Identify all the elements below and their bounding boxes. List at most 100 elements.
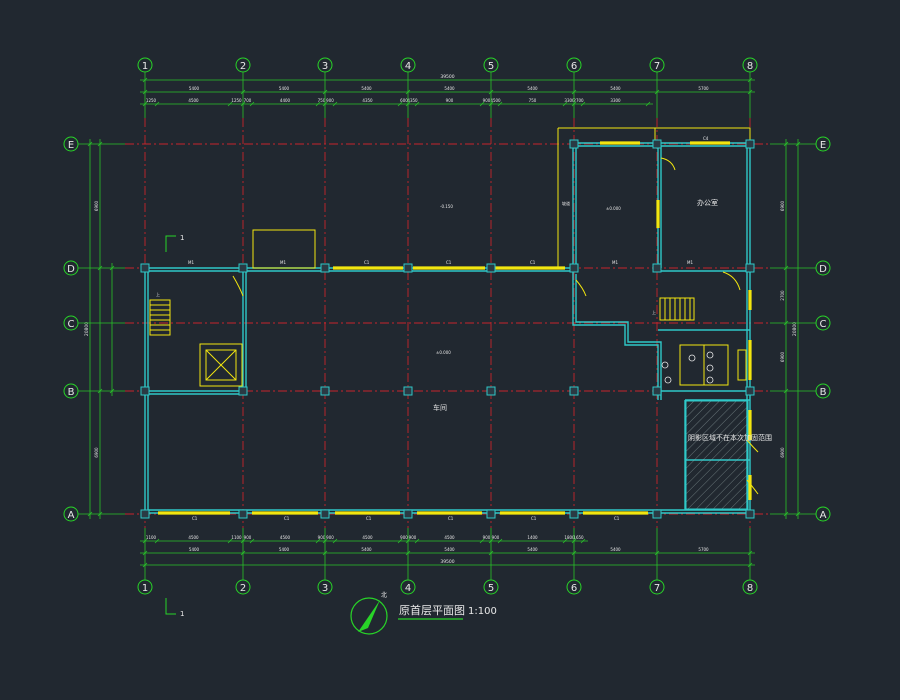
bottom-detail-label-15: 1650 bbox=[573, 535, 584, 540]
bottom-detail-label-6: 900 bbox=[326, 535, 334, 540]
axis-label-4: 4 bbox=[405, 583, 411, 594]
bottom-detail-label-11: 900 bbox=[483, 535, 491, 540]
column-10 bbox=[320, 386, 330, 396]
window-label-a1: C1 bbox=[192, 516, 198, 521]
top-bays-label-1: 5400 bbox=[279, 86, 290, 91]
axis-label-D: D bbox=[819, 264, 827, 275]
axis-label-7: 7 bbox=[654, 61, 660, 72]
top-detail-label-5: 750 bbox=[318, 98, 326, 103]
column-1 bbox=[238, 263, 248, 273]
column-14 bbox=[652, 386, 662, 396]
left-spans-label-0: 6900 bbox=[94, 200, 99, 211]
window-label-d1: C1 bbox=[364, 260, 370, 265]
office-label: 办公室 bbox=[697, 198, 718, 207]
axis-label-B: B bbox=[68, 387, 75, 398]
bottom-detail-label-14: 1800 bbox=[564, 535, 575, 540]
top-bays-label-2: 5400 bbox=[361, 86, 372, 91]
top-bays-label-5: 5400 bbox=[610, 86, 621, 91]
axis-label-6: 6 bbox=[571, 583, 577, 594]
axis-label-C: C bbox=[820, 319, 827, 330]
bottom-detail-label-5: 900 bbox=[318, 535, 326, 540]
bottom-detail-label-9: 900 bbox=[409, 535, 417, 540]
bottom-detail-label-7: 4500 bbox=[362, 535, 373, 540]
column-21 bbox=[569, 509, 579, 519]
upper-elevation: -0.150 bbox=[440, 204, 453, 209]
axis-label-1: 1 bbox=[142, 583, 148, 594]
axis-label-8: 8 bbox=[747, 61, 753, 72]
building-walls bbox=[144, 142, 751, 514]
north-arrow-icon bbox=[358, 600, 380, 632]
top-detail-label-6: 900 bbox=[326, 98, 334, 103]
bottom-detail-label-4: 4500 bbox=[280, 535, 291, 540]
toilet-fixtures bbox=[661, 344, 747, 386]
top-bays-label-4: 5400 bbox=[527, 86, 538, 91]
bottom-bays-label-2: 5400 bbox=[361, 547, 372, 552]
axis-label-8: 8 bbox=[747, 583, 753, 594]
column-4 bbox=[486, 263, 496, 273]
axis-label-6: 6 bbox=[571, 61, 577, 72]
top-detail-label-2: 1250 bbox=[231, 98, 242, 103]
elevator-shaft bbox=[199, 343, 243, 387]
top-detail-label-10: 900 bbox=[446, 98, 454, 103]
column-9 bbox=[238, 386, 248, 396]
column-15 bbox=[745, 386, 755, 396]
window-label-d3: C1 bbox=[530, 260, 536, 265]
top-detail-label-12: 4500 bbox=[490, 98, 501, 103]
top-detail-label-13: 750 bbox=[529, 98, 537, 103]
column-22 bbox=[652, 509, 662, 519]
section-mark-bottom: 1 bbox=[180, 610, 184, 618]
column-18 bbox=[320, 509, 330, 519]
right-stair bbox=[659, 297, 695, 321]
top-detail-label-7: 4350 bbox=[362, 98, 373, 103]
north-arrow-circle bbox=[350, 597, 388, 635]
north-arrow: 北 bbox=[350, 591, 388, 635]
axis-label-1: 1 bbox=[142, 61, 148, 72]
drawing-title: 原首层平面图 bbox=[399, 603, 465, 617]
door-swings bbox=[232, 157, 759, 495]
north-label: 北 bbox=[381, 591, 387, 599]
top-detail-label-3: 700 bbox=[244, 98, 252, 103]
right-spans-label-1: 2700 bbox=[780, 290, 785, 301]
door-label-3: M1 bbox=[612, 260, 618, 265]
slope-label: 坡道 bbox=[562, 200, 570, 206]
yellow-outlines bbox=[252, 127, 751, 269]
hall-label: 车间 bbox=[433, 403, 447, 412]
column-3 bbox=[403, 263, 413, 273]
section-mark-top: 1 bbox=[180, 234, 184, 242]
axis-label-5: 5 bbox=[488, 583, 494, 594]
right-spans-label-3: 6900 bbox=[780, 447, 785, 458]
left-total-label-0: 20800 bbox=[84, 322, 90, 336]
axis-label-A: A bbox=[820, 510, 827, 521]
top-bays-label-0: 5400 bbox=[189, 86, 200, 91]
left-stair bbox=[149, 299, 171, 336]
door-label-2: M1 bbox=[280, 260, 286, 265]
bottom-detail-label-13: 1400 bbox=[527, 535, 538, 540]
axis-label-5: 5 bbox=[488, 61, 494, 72]
axis-label-A: A bbox=[68, 510, 75, 521]
bottom-bays-label-0: 5400 bbox=[189, 547, 200, 552]
section-marks: 1 1 bbox=[165, 234, 184, 618]
drawing-scale: 1:100 bbox=[468, 606, 497, 617]
column-6 bbox=[652, 263, 662, 273]
right-spans-label-2: 6900 bbox=[780, 351, 785, 362]
axis-label-D: D bbox=[67, 264, 75, 275]
axis-grid-lines bbox=[125, 118, 770, 528]
top-total-label-0: 39500 bbox=[440, 74, 454, 80]
bottom-bays-label-1: 5400 bbox=[279, 547, 290, 552]
window-label-d2: C1 bbox=[446, 260, 452, 265]
axis-label-E: E bbox=[68, 140, 74, 151]
axis-label-3: 3 bbox=[322, 61, 328, 72]
window-label-a3: C1 bbox=[366, 516, 372, 521]
axis-label-2: 2 bbox=[240, 583, 246, 594]
drawing-title-block: 原首层平面图 1:100 bbox=[398, 603, 497, 620]
top-detail-label-4: 4400 bbox=[280, 98, 291, 103]
top-detail-label-16: 3300 bbox=[610, 98, 621, 103]
axis-label-B: B bbox=[820, 387, 827, 398]
bottom-detail-label-1: 4500 bbox=[188, 535, 199, 540]
column-5 bbox=[569, 263, 579, 273]
stair-up-right: 上 bbox=[652, 309, 656, 315]
column-11 bbox=[403, 386, 413, 396]
axis-label-E: E bbox=[820, 140, 826, 151]
axis-label-3: 3 bbox=[322, 583, 328, 594]
